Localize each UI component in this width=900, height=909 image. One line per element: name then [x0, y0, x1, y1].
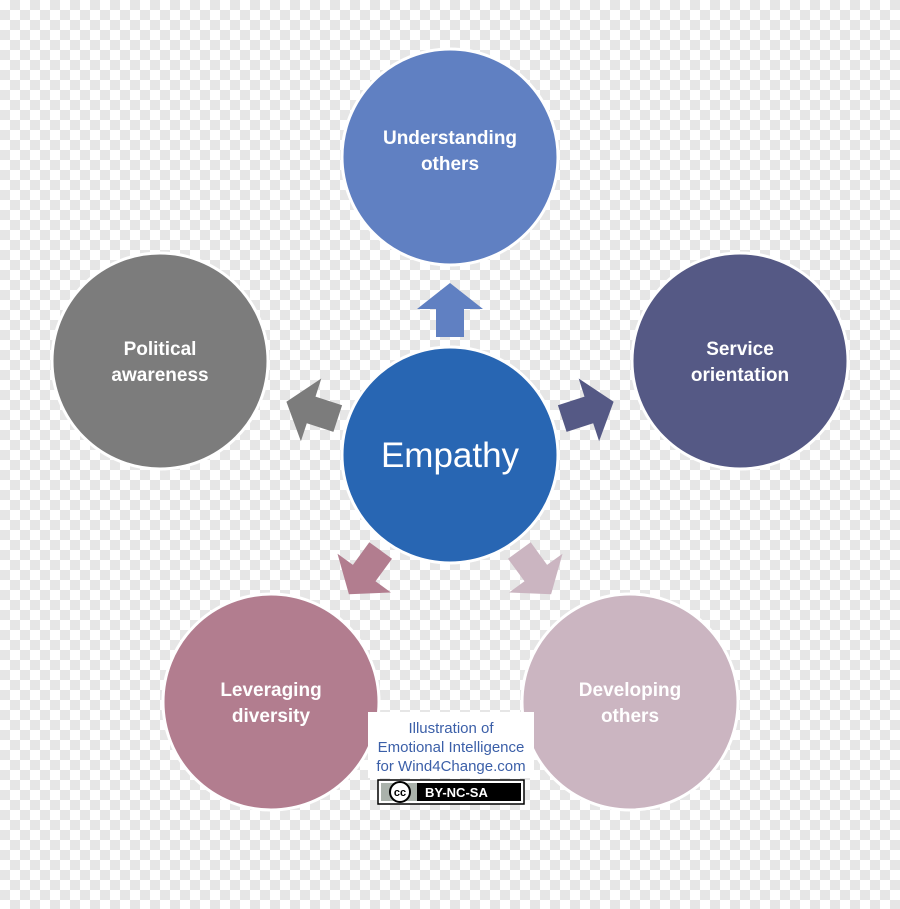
- credit-line-1: Illustration of: [408, 720, 494, 737]
- arrow-down-left-icon: [337, 542, 392, 595]
- cc-license-badge: cc BY-NC-SA: [377, 779, 525, 805]
- node-circle: [630, 251, 850, 471]
- arrow-up-icon: [417, 283, 483, 337]
- arrows-group: [286, 283, 614, 595]
- node-leveraging-diversity: Leveraging diversity: [161, 592, 381, 812]
- node-label-line: awareness: [111, 365, 208, 386]
- node-service-orientation: Service orientation: [630, 251, 850, 471]
- arrow-left-icon: [286, 378, 343, 442]
- node-label-line: Service: [706, 339, 774, 360]
- node-label-line: Political: [124, 339, 197, 360]
- node-label-line: Leveraging: [220, 680, 321, 701]
- license-text: BY-NC-SA: [425, 785, 488, 800]
- node-circle: [50, 251, 270, 471]
- node-developing-others: Developing others: [520, 592, 740, 812]
- arrow-down-right-icon: [508, 542, 563, 595]
- center-node: Empathy: [340, 345, 560, 565]
- credit-background: [368, 712, 534, 778]
- credit-block: Illustration of Emotional Intelligence f…: [368, 712, 534, 778]
- node-circle: [161, 592, 381, 812]
- node-label-line: others: [601, 706, 659, 727]
- node-circle: [520, 592, 740, 812]
- center-circle: [340, 345, 560, 565]
- node-label-line: diversity: [232, 706, 311, 727]
- node-label-line: others: [421, 154, 479, 175]
- arrow-right-icon: [557, 378, 614, 442]
- node-political-awareness: Political awareness: [50, 251, 270, 471]
- credit-line-2: Emotional Intelligence: [378, 739, 525, 756]
- cc-icon-text: cc: [394, 787, 406, 799]
- center-label: Empathy: [381, 436, 520, 475]
- node-label-line: Understanding: [383, 128, 517, 149]
- node-label-line: Developing: [579, 680, 681, 701]
- credit-line-3: for Wind4Change.com: [376, 758, 525, 775]
- node-label-line: orientation: [691, 365, 789, 386]
- node-understanding-others: Understanding others: [340, 47, 560, 267]
- cc-icon: [389, 781, 411, 803]
- node-circle: [340, 47, 560, 267]
